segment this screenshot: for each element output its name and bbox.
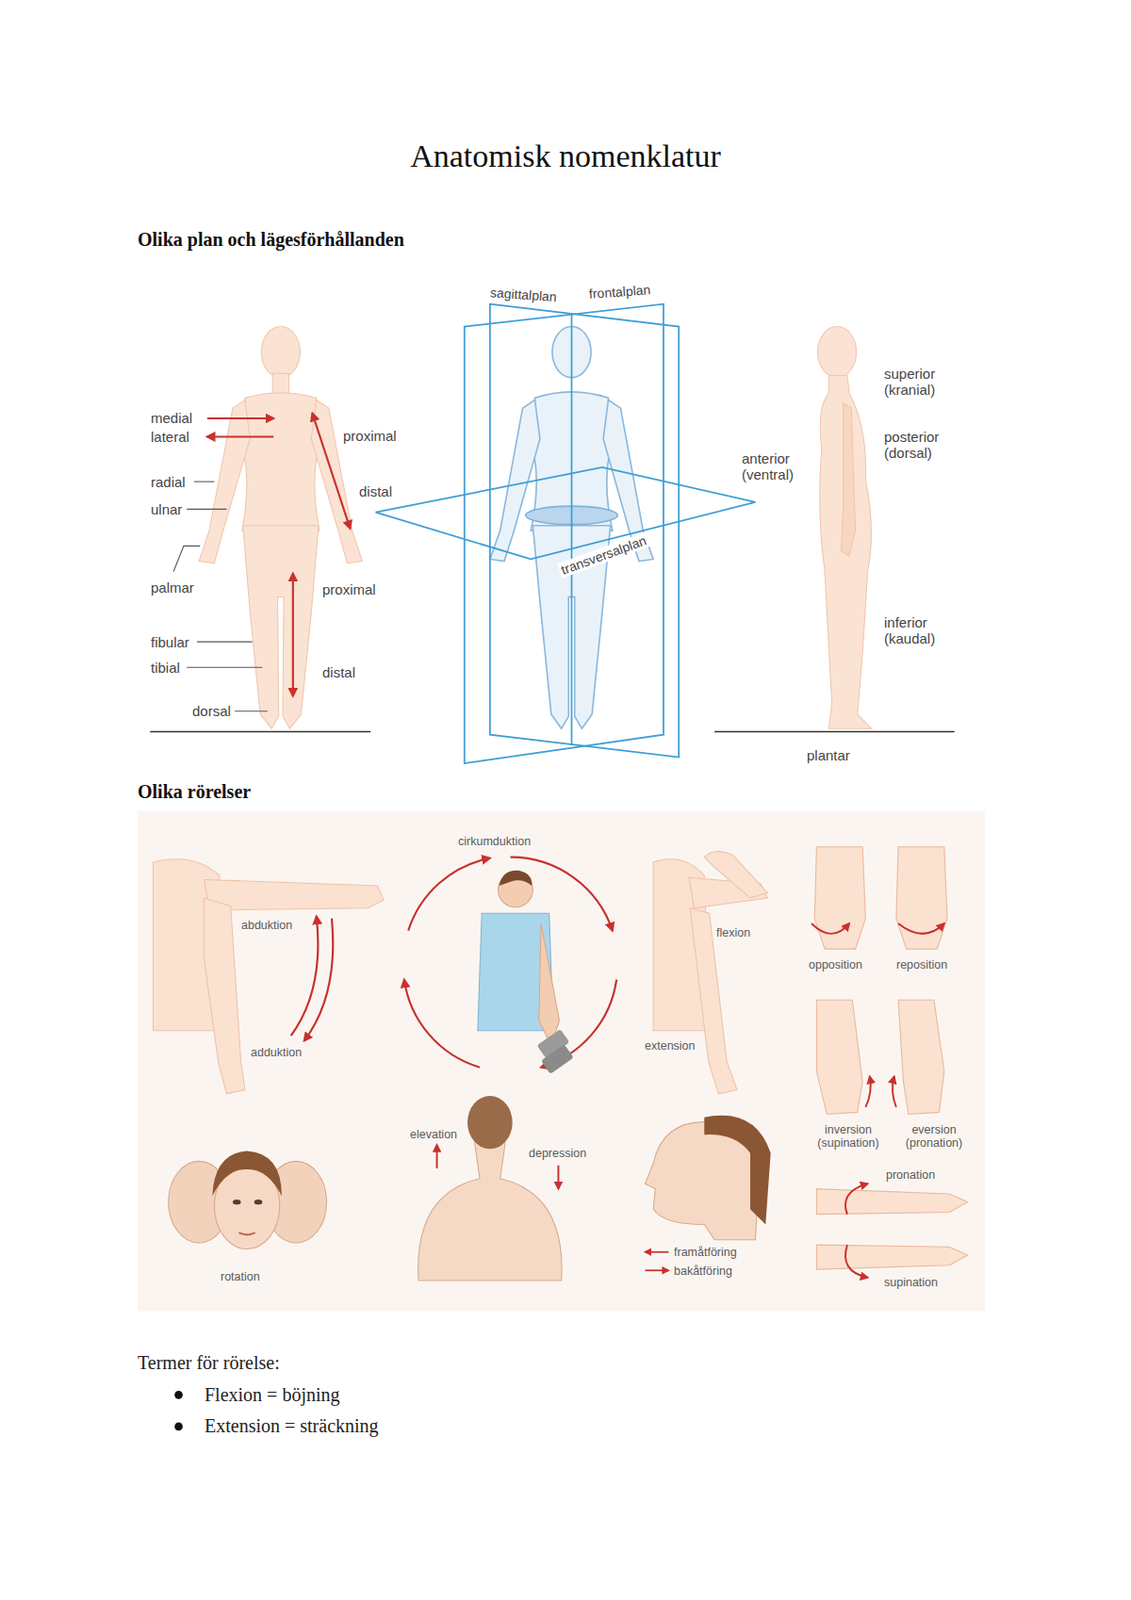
direction-label: radial <box>150 474 186 491</box>
flexion-figure <box>653 852 768 1095</box>
foot-figures <box>816 999 944 1115</box>
movement-label: inversion (supination) <box>808 1123 888 1150</box>
circumduction-arrows <box>404 857 617 1068</box>
direction-label: tibial <box>150 659 181 676</box>
direction-label: dorsal <box>192 703 231 720</box>
direction-label: plantar <box>806 747 851 764</box>
direction-label: superior (kranial) <box>884 365 958 398</box>
movement-label: cirkumduktion <box>458 835 531 849</box>
leader-lines <box>173 481 268 712</box>
foot-arrows <box>865 1076 896 1107</box>
side-body-figure <box>818 327 872 730</box>
direction-label: palmar <box>150 579 195 596</box>
jaw-arrows <box>644 1252 669 1271</box>
movement-label: depression <box>528 1147 587 1161</box>
direction-label: distal <box>322 664 356 681</box>
movement-label: elevation <box>409 1128 458 1142</box>
forearm-arrows <box>845 1183 869 1279</box>
term-text: Extension = sträckning <box>204 1415 379 1438</box>
forearm-figures <box>816 1189 968 1271</box>
movement-label: eversion (pronation) <box>894 1123 974 1150</box>
direction-arrows <box>207 413 351 697</box>
direction-label: distal <box>359 483 393 500</box>
direction-label: ulnar <box>150 501 182 518</box>
movement-background <box>137 811 985 1312</box>
abduction-figure <box>152 859 384 1095</box>
movement-label: pronation <box>885 1168 935 1182</box>
ground-line <box>714 731 955 734</box>
direction-label: proximal <box>322 581 377 598</box>
page-title: Anatomisk nomenklatur <box>0 138 1131 175</box>
plane-label: sagittalplan <box>487 284 559 305</box>
term-text: Flexion = böjning <box>204 1384 341 1407</box>
direction-label: lateral <box>150 428 190 445</box>
shoulders-figure <box>418 1096 562 1281</box>
movement-label: supination <box>884 1276 938 1290</box>
movement-label: rotation <box>220 1270 261 1284</box>
bullet <box>174 1391 183 1400</box>
plane-label: frontalplan <box>586 281 653 302</box>
ground-line <box>149 731 371 734</box>
term-text: Termer för rörelse: <box>137 1352 280 1375</box>
movement-label: abduktion <box>241 918 293 933</box>
direction-label: inferior (kaudal) <box>884 614 958 647</box>
direction-label: medial <box>150 409 193 427</box>
movement-label: opposition <box>808 958 863 972</box>
section-heading: Olika plan och lägesförhållanden <box>137 229 405 251</box>
movement-label: bakåtföring <box>673 1264 733 1279</box>
movement-label: framåtföring <box>673 1245 738 1260</box>
section-heading: Olika rörelser <box>137 781 251 804</box>
direction-label: fibular <box>150 634 190 651</box>
dumbbell-man <box>477 870 574 1075</box>
anatomical-planes <box>376 304 756 764</box>
direction-label: anterior (ventral) <box>741 450 816 483</box>
front-body-figure <box>198 327 362 730</box>
hand-arrows <box>811 923 945 935</box>
movement-label: extension <box>644 1039 696 1053</box>
profile-head <box>644 1115 771 1241</box>
movement-label: adduktion <box>250 1046 302 1060</box>
movement-arrows <box>291 916 334 1041</box>
direction-label: posterior (dorsal) <box>884 428 962 461</box>
movement-label: flexion <box>716 926 751 940</box>
plane-label: transversalplan <box>557 532 650 579</box>
direction-label: proximal <box>343 427 397 444</box>
bullet <box>174 1423 183 1432</box>
rotation-heads <box>168 1151 328 1250</box>
movement-label: reposition <box>896 958 948 972</box>
